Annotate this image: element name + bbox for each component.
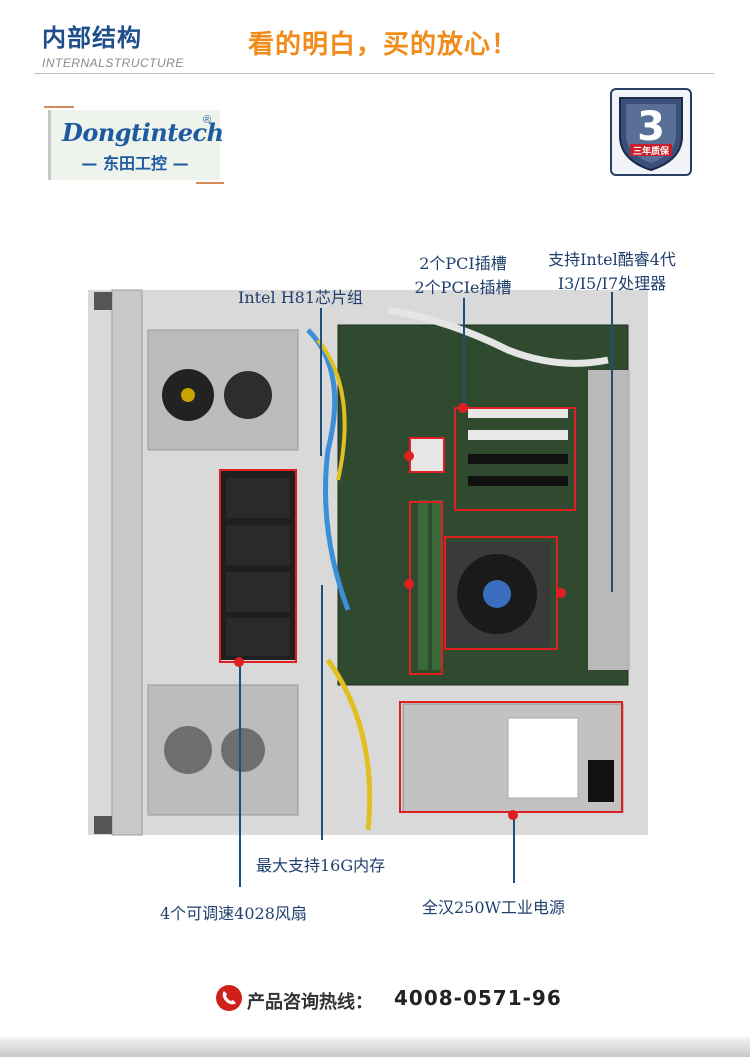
- chipset-label: Intel H81芯片组: [238, 288, 364, 307]
- server-interior-photo: [88, 230, 648, 862]
- brand-logo: [48, 110, 220, 180]
- psu-marker: [508, 810, 518, 820]
- psu-pointer: [513, 815, 515, 883]
- psu-label: 全汉250W工业电源: [422, 898, 565, 917]
- handset-icon: [222, 991, 236, 1005]
- memory-pointer: [321, 585, 323, 840]
- warranty-badge: 3 三年质保: [610, 88, 692, 176]
- cpu-label-line1: 支持Intel酷睿4代: [548, 250, 676, 269]
- fans-pointer: [239, 662, 241, 887]
- chipset-marker: [404, 451, 414, 461]
- hotline-label: 产品咨询热线：: [247, 992, 373, 1013]
- cpu-pointer: [611, 292, 613, 592]
- logo-corner-accent: [44, 106, 74, 108]
- bottom-band: [0, 1037, 750, 1057]
- server-chassis-illustration: [88, 289, 648, 836]
- chipset-pointer: [320, 308, 322, 456]
- cpu-label: 支持Intel酷睿4代 I3/I5/I7处理器: [524, 246, 700, 294]
- slogan: 看的明白，买的放心！: [248, 30, 519, 60]
- memory-marker: [404, 579, 414, 589]
- pci-marker: [458, 403, 468, 413]
- cpu-marker: [556, 588, 566, 598]
- pci-pointer: [463, 298, 465, 408]
- phone-icon: [216, 985, 242, 1011]
- logo-corner-accent: [196, 182, 224, 184]
- page-subtitle: INTERNALSTRUCTURE: [42, 56, 184, 70]
- badge-numeral: 3: [637, 104, 665, 150]
- hotline-number[interactable]: 4008-0571-96: [394, 986, 562, 1010]
- cpu-label-line2: I3/I5/I7处理器: [557, 274, 667, 293]
- fans-marker: [234, 657, 244, 667]
- header-divider: [34, 73, 714, 74]
- page-title: 内部结构: [42, 24, 142, 52]
- registered-mark: ®: [203, 114, 212, 126]
- shield-icon: 3 三年质保: [619, 97, 683, 172]
- pci-label-line1: 2个PCI插槽: [419, 254, 507, 273]
- pci-label-line2: 2个PCIe插槽: [414, 278, 512, 297]
- pci-label: 2个PCI插槽 2个PCIe插槽: [400, 250, 526, 298]
- memory-label: 最大支持16G内存: [256, 856, 386, 875]
- brand-chinese-name: — 东田工控 —: [81, 154, 189, 173]
- brand-name: Dongtintech: [62, 118, 224, 147]
- badge-text: 三年质保: [633, 145, 670, 157]
- fans-label: 4个可调速4028风扇: [160, 904, 307, 923]
